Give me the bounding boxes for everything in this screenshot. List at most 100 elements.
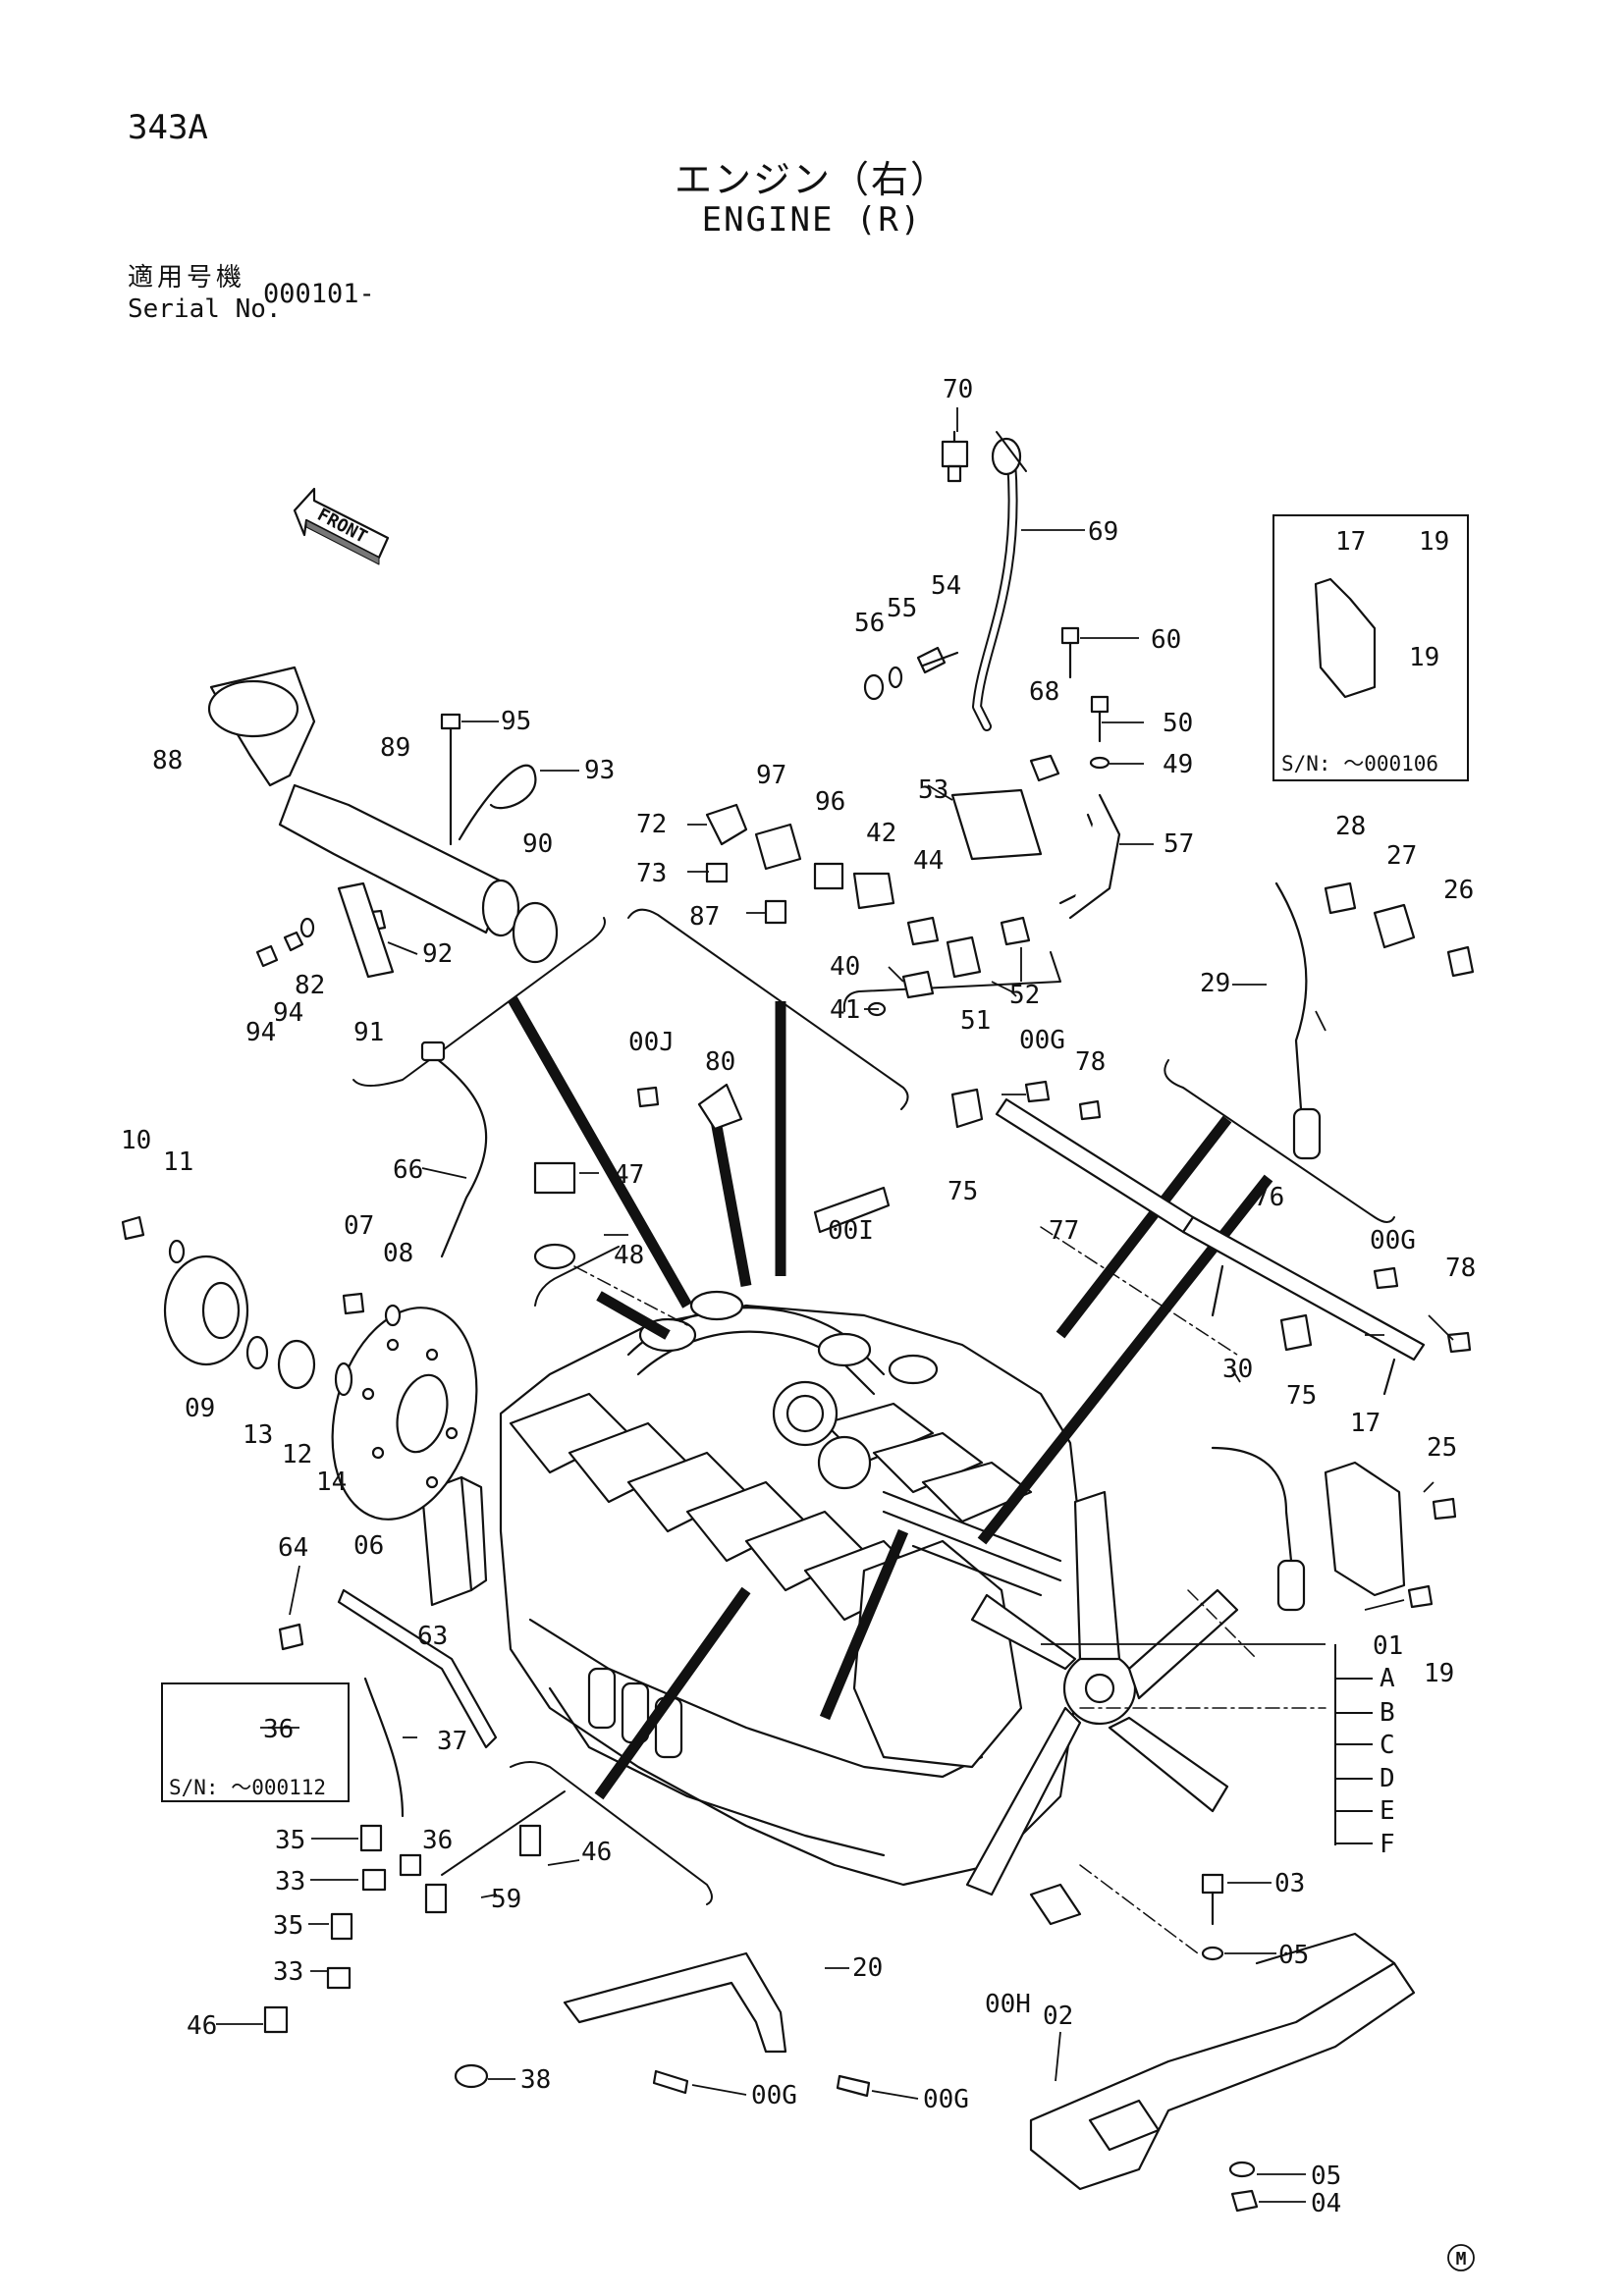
serial-label-japanese: 適用号機 <box>128 263 246 293</box>
callout-label: 52 <box>1009 981 1040 1010</box>
callout-label: 17 <box>1335 527 1366 557</box>
callout-label: 88 <box>152 746 183 775</box>
callout-label: 11 <box>163 1148 193 1177</box>
serial-inset-left: S/N: ～000112 <box>161 1682 350 1802</box>
callout-label: 00G <box>923 2085 969 2114</box>
callout-label: 07 <box>344 1211 374 1241</box>
large-parts <box>207 577 1426 2191</box>
callout-label: 63 <box>417 1622 448 1651</box>
legend-letter: B <box>1380 1698 1395 1728</box>
callout-label: 37 <box>437 1727 467 1756</box>
callout-label: 00H <box>985 1990 1031 2019</box>
callout-label: 59 <box>491 1885 521 1914</box>
callout-label: 42 <box>866 819 896 848</box>
callout-label: 33 <box>273 1957 303 1987</box>
callout-label: 19 <box>1409 643 1439 672</box>
callout-label: 00J <box>628 1028 675 1057</box>
callout-label: 80 <box>705 1047 735 1077</box>
legend-letter: A <box>1380 1664 1395 1693</box>
callout-label: 04 <box>1311 2189 1341 2218</box>
fitting-70 <box>941 430 969 483</box>
inset-top-right-note: S/N: ～000106 <box>1281 752 1438 775</box>
callout-label: 19 <box>1424 1659 1454 1688</box>
callout-label: 00I <box>828 1216 874 1246</box>
callout-label: 91 <box>353 1018 384 1047</box>
callout-label: 49 <box>1163 750 1193 779</box>
callout-label: 17 <box>1350 1409 1380 1438</box>
callout-label: 05 <box>1311 2162 1341 2191</box>
callout-label: 08 <box>383 1239 413 1268</box>
callout-label: 06 <box>353 1531 384 1561</box>
inset-left-note: S/N: ～000112 <box>169 1776 326 1799</box>
callout-label: 78 <box>1445 1254 1476 1283</box>
callout-label: 93 <box>584 756 615 785</box>
callout-label: 33 <box>275 1867 305 1896</box>
callout-label: 00G <box>1019 1026 1065 1055</box>
callout-label: 75 <box>947 1177 978 1206</box>
callout-label: 68 <box>1029 677 1059 707</box>
title-japanese: エンジン（右） <box>674 158 949 201</box>
page-code: 343A <box>128 108 208 147</box>
callout-label: 12 <box>282 1440 312 1469</box>
svg-text:M: M <box>1456 2249 1467 2269</box>
callout-label: 78 <box>1075 1047 1106 1077</box>
callout-label: 05 <box>1278 1941 1309 1970</box>
engine-block <box>420 1290 1082 1887</box>
callout-label: 35 <box>275 1826 305 1855</box>
callout-label: 50 <box>1163 709 1193 738</box>
serial-number-value: 000101- <box>263 279 375 309</box>
callout-label: 57 <box>1164 829 1194 859</box>
callout-label: 90 <box>522 829 553 859</box>
callout-label: 00G <box>1370 1226 1416 1255</box>
callout-label: 76 <box>1254 1183 1284 1212</box>
callout-label: 30 <box>1222 1355 1253 1384</box>
callout-label: 69 <box>1088 517 1118 547</box>
callout-label: 92 <box>422 939 453 969</box>
callout-label: 02 <box>1043 2002 1073 2031</box>
callout-label: 13 <box>243 1420 273 1450</box>
callout-label: 47 <box>614 1160 644 1190</box>
callout-label: 36 <box>422 1826 453 1855</box>
callout-label: 25 <box>1427 1433 1457 1463</box>
callout-label: 38 <box>520 2065 551 2095</box>
callout-label: 82 <box>295 971 325 1000</box>
callout-label: 48 <box>614 1241 644 1270</box>
callout-label: 01 <box>1373 1631 1403 1661</box>
callout-label: 53 <box>918 775 948 805</box>
callout-label: 40 <box>830 952 860 982</box>
callout-label: 66 <box>393 1155 423 1185</box>
callout-label: 41 <box>830 995 860 1025</box>
serial-inset-top-right: S/N: ～000106 <box>1272 514 1469 781</box>
callout-label: 36 <box>263 1715 294 1744</box>
callout-label: 29 <box>1200 969 1230 998</box>
callout-label: 00G <box>751 2081 797 2110</box>
fasteners <box>121 626 1475 2213</box>
legend-letter: E <box>1380 1796 1395 1826</box>
legend-letters: A B C D E F <box>1380 1664 1395 1859</box>
footer-mark: M <box>1447 2244 1475 2271</box>
flywheel-housing-06 <box>331 1307 478 1521</box>
legend-letter: F <box>1380 1830 1395 1859</box>
callout-label: 46 <box>581 1838 612 1867</box>
front-arrow-icon <box>293 487 390 565</box>
assembly-leader-bands <box>508 996 1273 1800</box>
callout-label: 70 <box>943 375 973 404</box>
legend-bracket <box>1334 1644 1373 1845</box>
callout-label: 77 <box>1049 1216 1079 1246</box>
centre-lines <box>573 1226 1326 1954</box>
callout-label: 35 <box>273 1911 303 1941</box>
callout-label: 44 <box>913 846 944 876</box>
callout-label: 27 <box>1386 841 1417 871</box>
callout-label: 89 <box>380 733 410 763</box>
callout-label: 03 <box>1274 1869 1305 1898</box>
callout-label: 10 <box>121 1126 151 1155</box>
callout-label: 64 <box>278 1533 308 1563</box>
callout-labels: 70 69 17 19 19 54 55 56 60 68 50 49 88 8… <box>121 375 1476 2218</box>
callout-label: 60 <box>1151 625 1181 655</box>
callout-label: 20 <box>852 1953 883 1983</box>
callout-leaders <box>216 407 1454 2203</box>
callout-label: 72 <box>636 810 667 839</box>
callout-label: 96 <box>815 787 845 817</box>
callout-label: 46 <box>187 2011 217 2041</box>
